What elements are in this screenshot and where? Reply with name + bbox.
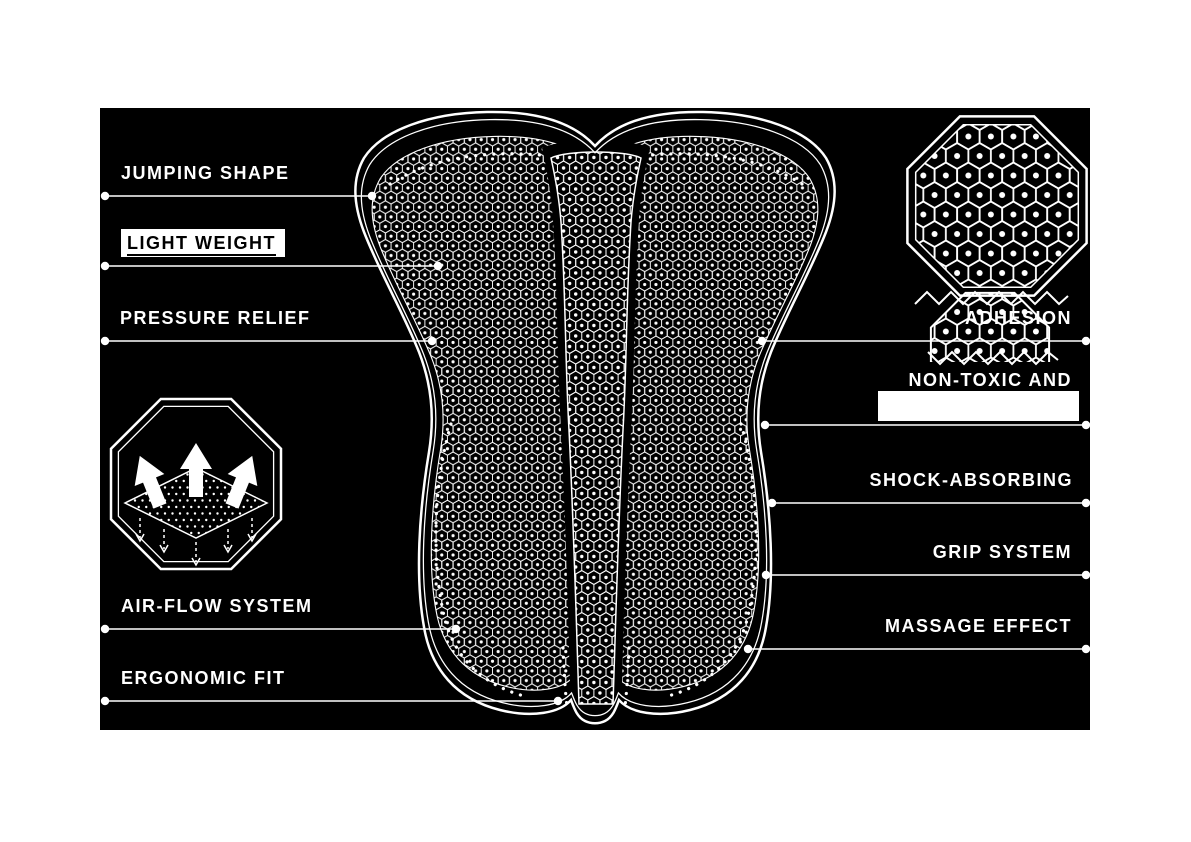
label-massage-effect: MASSAGE EFFECT xyxy=(884,616,1072,636)
perforated-sheet xyxy=(123,467,269,539)
stitch-dots xyxy=(388,152,804,708)
up-arrows xyxy=(134,443,258,509)
label-light-weight-text: LIGHT WEIGHT xyxy=(127,233,276,256)
label-light-weight: LIGHT WEIGHT xyxy=(121,229,285,257)
label-air-flow-system: AIR-FLOW SYSTEM xyxy=(121,596,313,616)
label-shock-absorbing: SHOCK-ABSORBING xyxy=(869,470,1073,490)
hexagon-pattern-octagon-icon xyxy=(906,115,1088,297)
label-jumping-shape: JUMPING SHAPE xyxy=(121,163,290,183)
non-toxic-highlight-box xyxy=(878,391,1079,421)
torn-hexagon-octagon-icon xyxy=(914,290,1069,366)
callout-dots xyxy=(100,191,1091,706)
down-arrows xyxy=(135,518,257,567)
label-grip-system: GRIP SYSTEM xyxy=(932,542,1072,562)
label-pressure-relief: PRESSURE RELIEF xyxy=(120,308,311,328)
callout-lines xyxy=(105,195,1086,702)
label-adhesion: ADHESION xyxy=(964,308,1072,328)
chamois-pad-graphic xyxy=(354,110,836,725)
label-ergonomic-fit: ERGONOMIC FIT xyxy=(121,668,286,688)
label-non-toxic: NON-TOXIC AND xyxy=(908,370,1072,390)
air-flow-octagon-icon xyxy=(109,397,283,571)
